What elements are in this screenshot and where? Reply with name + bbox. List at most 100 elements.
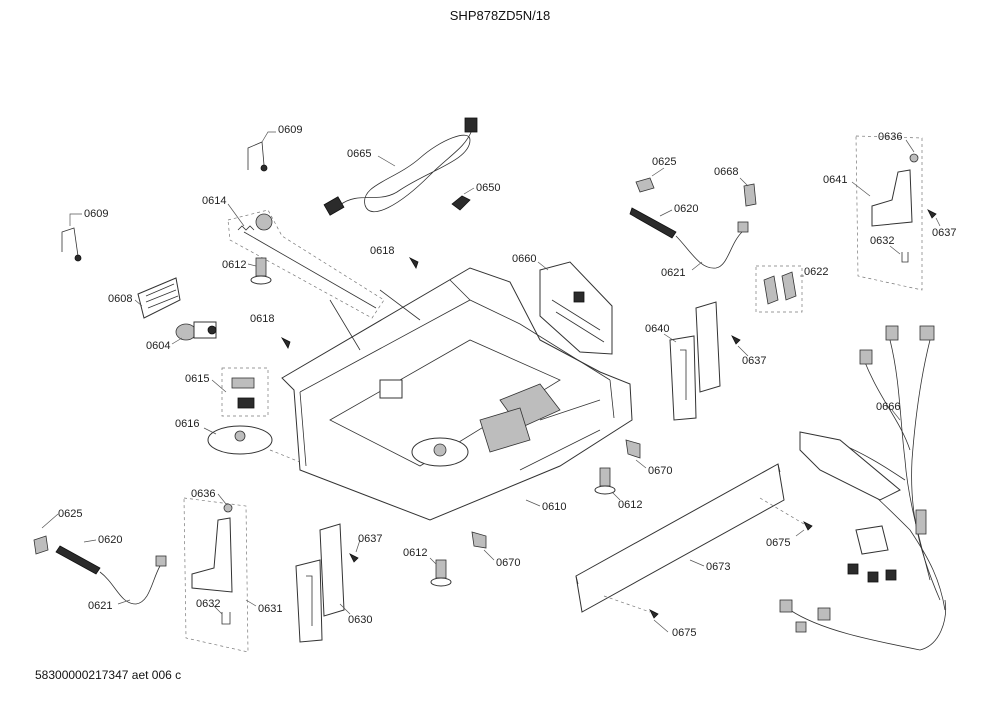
leader (355, 539, 361, 553)
clip-0650 (451, 195, 471, 211)
part-label-0666: 0666 (876, 401, 900, 413)
leader (171, 337, 183, 345)
part-label-0630: 0630 (348, 614, 372, 626)
part-label-0622: 0622 (804, 266, 828, 278)
grille-0608-slots (145, 283, 179, 309)
part-label-0621: 0621 (88, 600, 112, 612)
leader (463, 187, 475, 195)
bracket-0670a (625, 439, 641, 459)
part-label-0620: 0620 (674, 203, 698, 215)
leader (217, 493, 227, 505)
leader (611, 491, 621, 501)
bracket-0631 (191, 517, 233, 593)
part-label-0618: 0618 (370, 245, 394, 257)
leader (213, 605, 223, 615)
foot-0612c (430, 559, 452, 587)
bracket-0609-top-end (260, 164, 268, 172)
part-label-0637: 0637 (742, 355, 766, 367)
control-module-0660 (539, 261, 613, 355)
spring-0614 (237, 225, 255, 231)
leader (795, 529, 805, 537)
front-panel-0673-edge (575, 463, 781, 585)
bracket-0609-top (247, 141, 265, 170)
leader (691, 261, 703, 271)
part-label-0604: 0604 (146, 340, 170, 352)
screw-0618b (280, 337, 291, 349)
side-bracket-0630 (295, 523, 345, 643)
part-label-0632: 0632 (870, 235, 894, 247)
clip-0625a (635, 177, 655, 193)
part-label-0670: 0670 (648, 465, 672, 477)
part-label-0631: 0631 (258, 603, 282, 615)
leader (261, 131, 276, 143)
part-label-0675: 0675 (766, 537, 790, 549)
sensor-0668 (743, 183, 757, 207)
leader (851, 181, 871, 197)
dashed-group-0641 (855, 135, 923, 291)
leader (134, 299, 143, 307)
part-label-0609: 0609 (84, 208, 108, 220)
document-reference: 58300000217347 aet 006 c (35, 668, 182, 682)
screw-0637a (927, 209, 937, 219)
part-label-0625: 0625 (58, 508, 82, 520)
leader (377, 155, 396, 167)
leader (339, 603, 351, 615)
part-label-0615: 0615 (185, 373, 209, 385)
sensor-0615-bottom (237, 397, 255, 409)
model-title: SHP878ZD5N/18 (449, 8, 551, 23)
part-label-0612: 0612 (403, 547, 427, 559)
leader (83, 539, 97, 543)
part-label-0637: 0637 (932, 227, 956, 239)
base-frame-0610 (281, 267, 633, 521)
leader (483, 549, 495, 561)
leader (739, 177, 749, 187)
leader (635, 459, 647, 469)
leader (905, 139, 915, 153)
bracket-0609-left (61, 227, 79, 257)
dashed-group-0631 (183, 497, 249, 653)
rod-0614 (243, 231, 377, 309)
side-bracket-0640 (669, 301, 721, 421)
clip-0632a (901, 252, 909, 263)
leader (737, 345, 749, 357)
leader (245, 599, 257, 607)
leader (203, 427, 217, 435)
part-label-0675: 0675 (672, 627, 696, 639)
bracket-0609-left-end (74, 254, 82, 262)
part-label-0660: 0660 (512, 253, 536, 265)
foot-0612a (250, 257, 272, 285)
leader (41, 513, 59, 529)
leader (537, 261, 549, 271)
cable-0621b-plug (155, 555, 167, 567)
dashed-group-0622 (755, 265, 803, 313)
float-0614 (255, 213, 273, 231)
part-label-0641: 0641 (823, 174, 847, 186)
dashed-connector (759, 497, 805, 525)
leader (525, 499, 541, 507)
cable-0621a-plug (737, 221, 749, 233)
leader (227, 203, 245, 227)
leader (659, 209, 673, 217)
part-label-0650: 0650 (476, 182, 500, 194)
leader (653, 619, 669, 633)
leader (935, 217, 941, 227)
leader (429, 557, 437, 565)
leader (651, 167, 665, 177)
part-label-0618: 0618 (250, 313, 274, 325)
heater-0620b (55, 545, 101, 575)
screw-0637c (349, 553, 359, 563)
screw-0675a (803, 521, 813, 531)
leader (117, 599, 131, 605)
plug-0665 (323, 196, 345, 216)
clip-0622a (763, 275, 779, 305)
leader (247, 263, 257, 267)
dashed-group-0615 (221, 367, 269, 417)
part-label-0668: 0668 (714, 166, 738, 178)
plate-0616-hub (234, 430, 246, 442)
part-label-0614: 0614 (202, 195, 226, 207)
part-label-0610: 0610 (542, 501, 566, 513)
wire-harness-0666 (779, 325, 946, 651)
part-label-0609: 0609 (278, 124, 302, 136)
part-label-0632: 0632 (196, 598, 220, 610)
